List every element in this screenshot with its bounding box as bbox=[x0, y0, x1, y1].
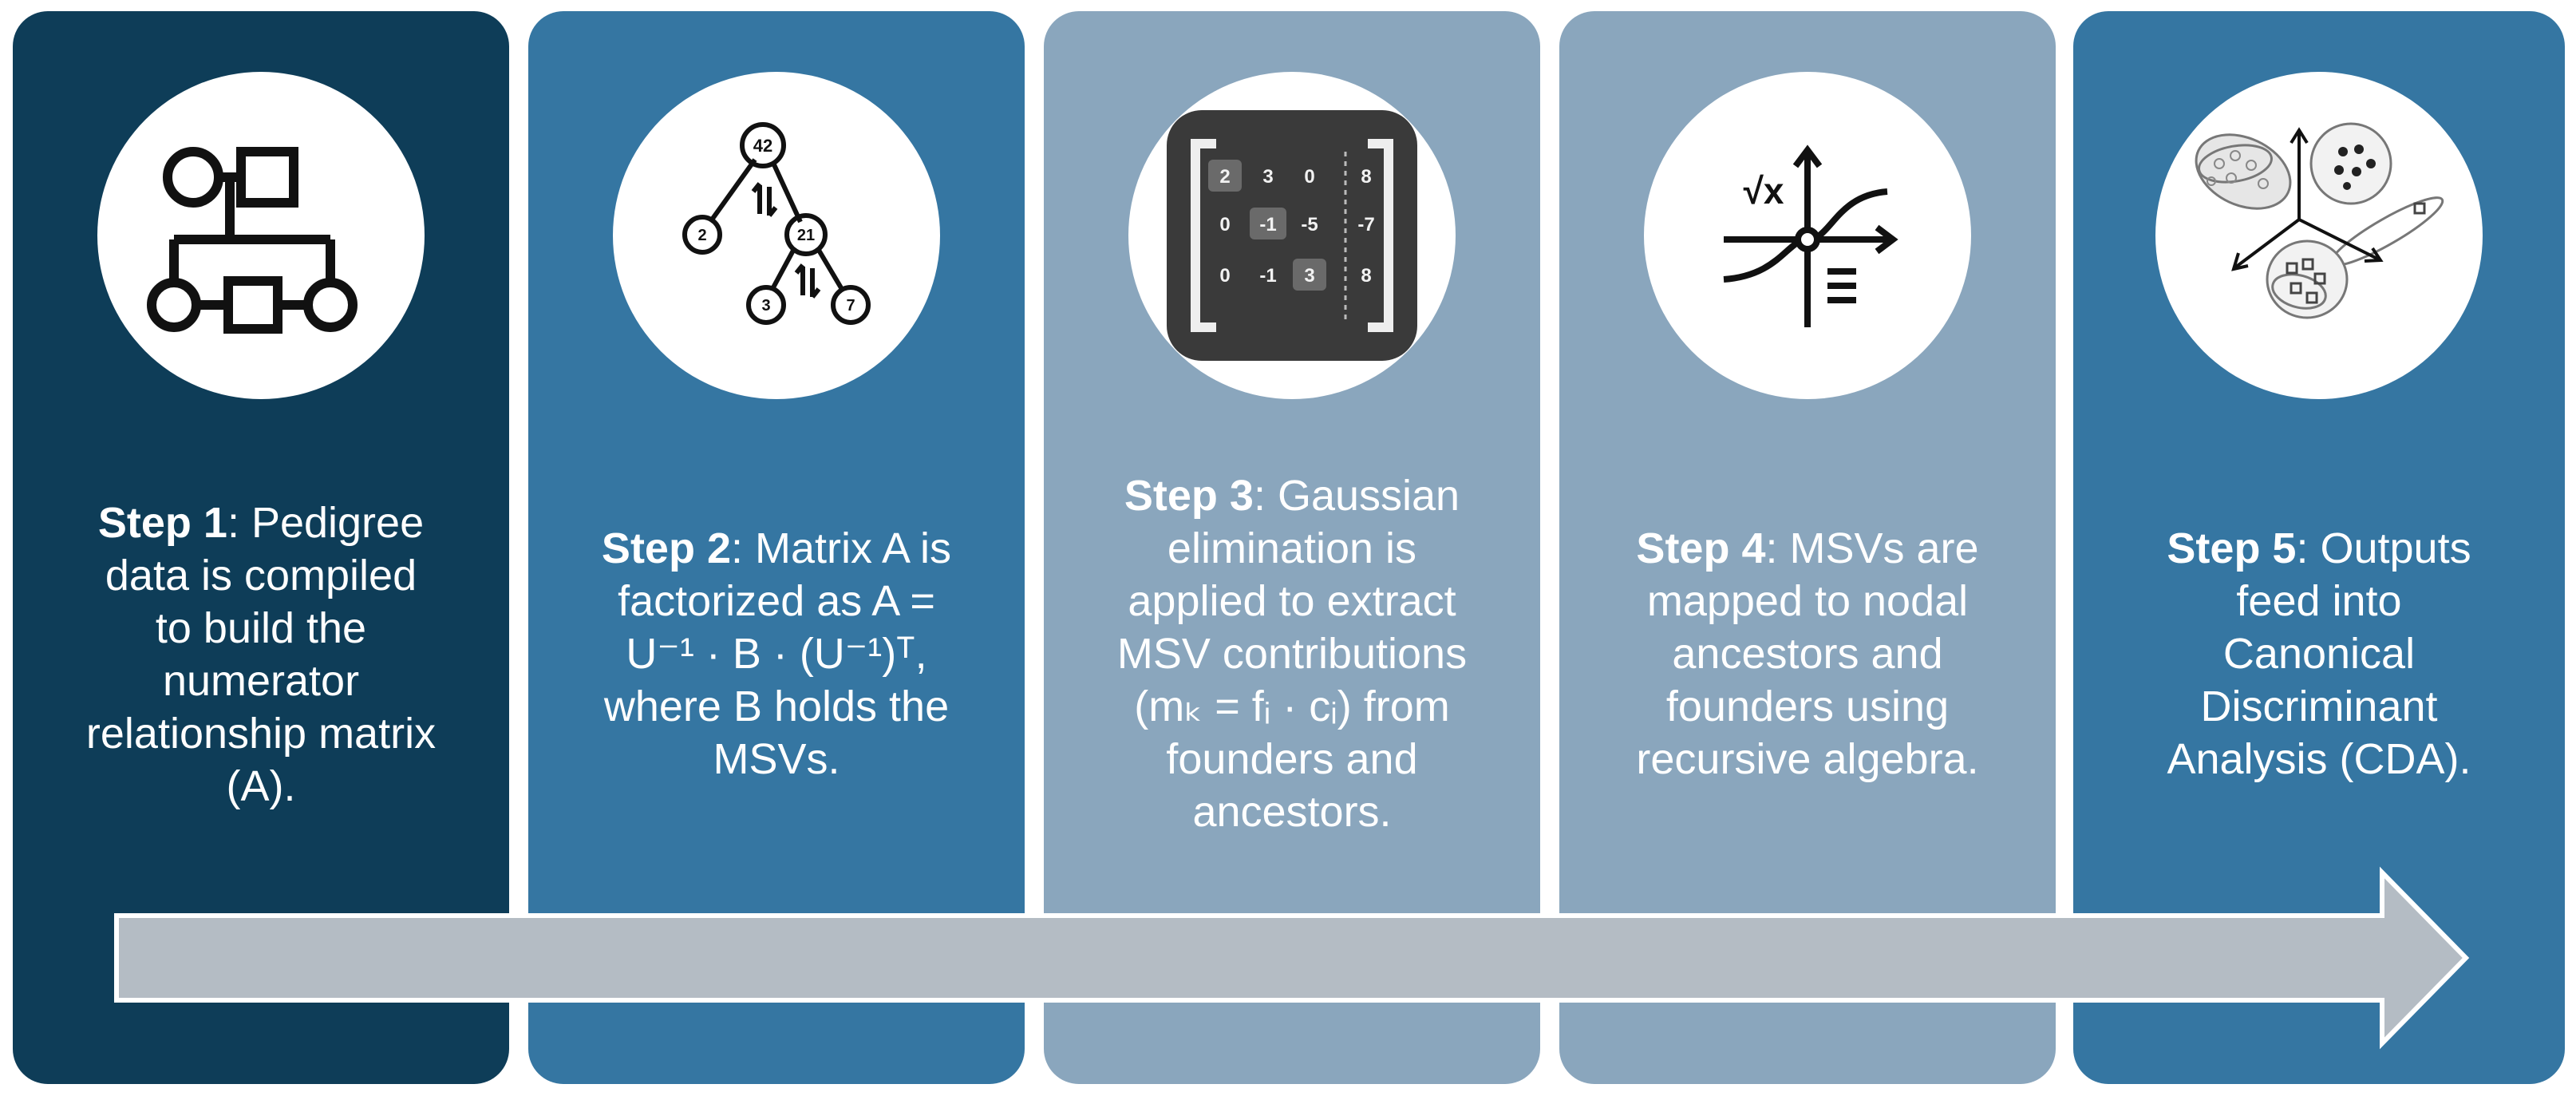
step-1-label: Step 1 bbox=[97, 499, 227, 547]
matrix-cell: -1 bbox=[1259, 265, 1276, 287]
matrix-cell: 0 bbox=[1304, 166, 1314, 188]
step-3-label: Step 3 bbox=[1124, 472, 1254, 520]
matrix-cell: -1 bbox=[1259, 214, 1276, 235]
step-1-panel: Step 1: Pedigree data is compiled to bui… bbox=[13, 11, 509, 1084]
step-5-panel: Step 5: Outputs feed into Canonical Disc… bbox=[2073, 11, 2565, 1084]
step-2-icon-circle: 42 2 21 3 7 bbox=[613, 72, 940, 399]
tree-node-21: 21 bbox=[797, 227, 815, 244]
matrix-cell: 8 bbox=[1361, 166, 1371, 188]
step-4-icon-circle: √x bbox=[1644, 72, 1971, 399]
function-graph-icon: √x bbox=[1723, 144, 1898, 327]
step-3-panel: 2 3 0 8 0 -1 -5 -7 0 -1 3 8 Step 3: Gaussian elimin… bbox=[1044, 11, 1540, 1084]
step-1-text: Step 1: Pedigree data is compiled to bui… bbox=[85, 499, 437, 810]
pedigree-icon bbox=[147, 147, 358, 334]
step-5-icon-circle bbox=[2155, 72, 2483, 399]
matrix-cell: 3 bbox=[1262, 166, 1273, 188]
step-1-icon-circle bbox=[97, 72, 425, 399]
tree-node-42: 42 bbox=[753, 136, 772, 156]
step-2-text: Step 2: Matrix A is factorized as A = U⁻… bbox=[601, 524, 952, 783]
process-flow-arrow-shape bbox=[114, 866, 2470, 1050]
step-3-icon-circle: 2 3 0 8 0 -1 -5 -7 0 -1 3 8 bbox=[1128, 72, 1456, 399]
tree-node-3: 3 bbox=[761, 297, 770, 315]
step-4-label: Step 4 bbox=[1636, 524, 1766, 572]
matrix-icon: 2 3 0 8 0 -1 -5 -7 0 -1 3 8 bbox=[1167, 110, 1417, 361]
step-4-panel: √x Step 4: MSVs are mapped to nodal ance… bbox=[1559, 11, 2056, 1084]
matrix-cell: 8 bbox=[1361, 265, 1371, 287]
matrix-cell: 0 bbox=[1219, 265, 1230, 287]
step-3-text: Step 3: Gaussian elimination is applied … bbox=[1116, 472, 1468, 836]
tree-decomposition-icon: 42 2 21 3 7 bbox=[682, 122, 871, 325]
matrix-cell: 2 bbox=[1219, 166, 1230, 188]
matrix-cell: -7 bbox=[1357, 214, 1374, 235]
step-4-text: Step 4: MSVs are mapped to nodal ancesto… bbox=[1636, 524, 1979, 783]
step-2-label: Step 2 bbox=[601, 524, 731, 572]
sqrt-x-label: √x bbox=[1744, 170, 1784, 212]
matrix-cell: 3 bbox=[1304, 265, 1314, 287]
step-5-text: Step 5: Outputs feed into Canonical Disc… bbox=[2167, 524, 2471, 783]
matrix-cell: 0 bbox=[1219, 214, 1230, 235]
tree-node-7: 7 bbox=[846, 297, 855, 315]
tree-node-2: 2 bbox=[697, 227, 706, 244]
cluster-plot-icon bbox=[2195, 122, 2444, 319]
step-5-label: Step 5 bbox=[2167, 524, 2297, 572]
process-flow-arrow bbox=[114, 866, 2470, 1050]
matrix-cell: -5 bbox=[1301, 214, 1318, 235]
step-2-panel: 42 2 21 3 7 Step 2: Matrix A is factoriz… bbox=[528, 11, 1025, 1084]
